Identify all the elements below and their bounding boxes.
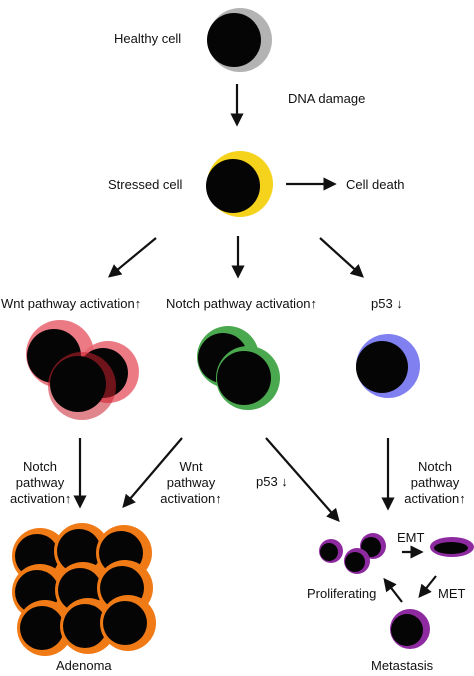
- metastasis-cell-nucleus: [345, 552, 365, 572]
- label-line: pathway: [166, 475, 216, 490]
- label-met: MET: [438, 586, 466, 601]
- label-healthy-cell: Healthy cell: [114, 31, 182, 46]
- healthy-cell: [207, 8, 272, 72]
- p53-cell-nucleus: [356, 341, 408, 393]
- label-line: Notch: [23, 459, 57, 474]
- adenoma-cluster: [12, 523, 156, 656]
- metastasis-cell-nucleus: [320, 543, 338, 561]
- adenoma-cell-nucleus: [20, 606, 64, 650]
- notch-cell-cluster: [197, 326, 280, 410]
- adenoma-cell-nucleus: [57, 529, 101, 573]
- label-wnt-activation: Wnt pathway activation↑: [1, 296, 142, 311]
- adenoma-cell-nucleus: [63, 604, 107, 648]
- label-line: activation↑: [404, 491, 466, 506]
- arrow-proliferating: [383, 577, 403, 603]
- metastasis-cells: [319, 533, 474, 649]
- label-emt: EMT: [397, 530, 425, 545]
- label-line: Wnt: [179, 459, 203, 474]
- p53-cell: [356, 334, 420, 398]
- label-notch-activation: Notch pathway activation↑: [166, 296, 318, 311]
- label-line: activation↑: [160, 491, 222, 506]
- wnt-cell-cluster: [26, 320, 139, 420]
- label-metastasis: Metastasis: [371, 658, 434, 673]
- label-adenoma: Adenoma: [56, 658, 112, 673]
- arrow-notch-to-adenoma: [122, 437, 183, 509]
- notch-cell-nucleus: [217, 351, 271, 405]
- label-mid-wnt: Wnt pathway activation↑: [151, 459, 231, 507]
- arrow-to-wnt: [107, 237, 157, 278]
- label-mid-p53: p53 ↓: [256, 474, 288, 489]
- wnt-cell-nucleus: [50, 356, 106, 412]
- stressed-cell-nucleus: [206, 159, 260, 213]
- metastasis-cell-nucleus: [391, 614, 423, 646]
- label-right-notch: Notch pathway activation↑: [396, 459, 474, 507]
- label-line: pathway: [410, 475, 460, 490]
- label-proliferating: Proliferating: [307, 586, 377, 601]
- arrow-to-p53: [319, 237, 364, 278]
- healthy-cell-nucleus: [207, 13, 261, 67]
- stressed-cell: [206, 151, 273, 217]
- mesenchymal-cell-nucleus: [434, 542, 468, 554]
- adenoma-cell-nucleus: [103, 601, 147, 645]
- label-cell-death: Cell death: [346, 177, 405, 192]
- label-dna-damage: DNA damage: [288, 91, 366, 106]
- arrow-notch-to-metastasis: [265, 437, 340, 522]
- label-p53-down: p53 ↓: [371, 296, 403, 311]
- label-left-notch: Notch pathway activation↑: [10, 459, 72, 507]
- label-line: pathway: [15, 475, 65, 490]
- label-line: activation↑: [10, 491, 72, 506]
- label-stressed-cell: Stressed cell: [108, 177, 183, 192]
- label-line: Notch: [418, 459, 452, 474]
- arrow-met: [418, 575, 437, 599]
